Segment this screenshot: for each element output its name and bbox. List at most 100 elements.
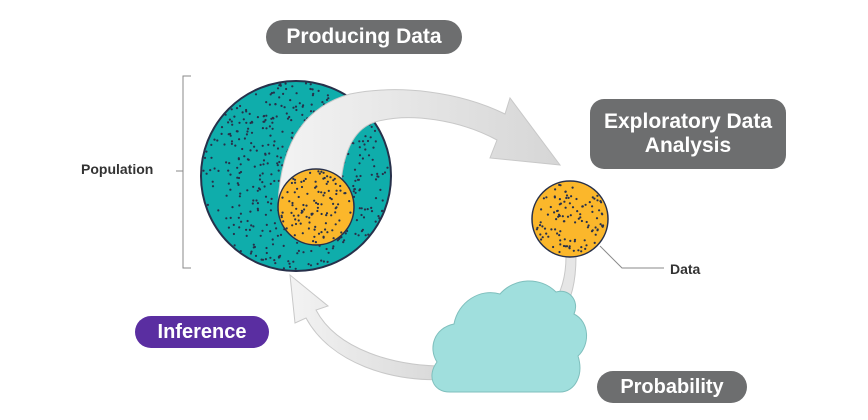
stipple-dot [374, 178, 378, 181]
stipple-dot [275, 227, 278, 230]
stipple-dot [277, 169, 280, 172]
stipple-dot [366, 139, 370, 143]
stipple-dot [329, 176, 332, 179]
stipple-dot [572, 249, 575, 252]
stipple-dot [236, 182, 239, 185]
stipple-dot [290, 181, 293, 185]
stipple-dot [552, 245, 555, 249]
stipple-dot [263, 185, 266, 188]
stipple-dot [541, 225, 544, 228]
stipple-dot [370, 125, 373, 128]
stipple-dot [553, 211, 556, 214]
stipple-dot [538, 224, 542, 227]
stipple-dot [265, 114, 268, 117]
stipple-dot [231, 123, 234, 126]
stipple-dot [304, 177, 307, 181]
stipple-dot [367, 233, 370, 236]
stipple-dot [261, 172, 264, 175]
stipple-dot [252, 225, 255, 228]
stipple-dot [229, 216, 232, 219]
stipple-dot [237, 183, 240, 186]
stipple-dot [310, 249, 313, 253]
stipple-dot [268, 125, 271, 128]
stipple-dot [353, 188, 356, 191]
stipple-dot [596, 194, 599, 197]
stipple-dot [210, 143, 213, 146]
stipple-dot [309, 171, 312, 174]
stipple-dot [320, 212, 323, 216]
stipple-dot [344, 232, 347, 235]
stipple-dot [296, 252, 299, 255]
stipple-dot [322, 194, 325, 197]
stipple-dot [358, 154, 362, 157]
stipple-dot [216, 139, 219, 142]
stipple-dot [262, 159, 266, 162]
stipple-dot [273, 259, 276, 262]
stipple-dot [278, 256, 281, 259]
stipple-dot [358, 146, 361, 149]
stipple-dot [225, 161, 228, 164]
sample-circle [277, 168, 355, 246]
stipple-dot [224, 113, 227, 116]
stipple-dot [359, 174, 362, 178]
population-label: Population [81, 161, 154, 177]
stipple-dot [276, 147, 280, 150]
stipple-dot [259, 234, 262, 237]
stipple-dot [227, 182, 230, 185]
stipple-dot [250, 120, 253, 123]
stipple-dot [542, 197, 546, 200]
stipple-dot [313, 235, 316, 238]
stipple-dot [307, 227, 310, 230]
stipple-dot [334, 211, 337, 214]
stipple-dot [381, 209, 384, 212]
stipple-dot [235, 107, 239, 110]
stipple-dot [354, 232, 357, 235]
stipple-dot [376, 172, 379, 175]
stipple-dot [262, 120, 265, 123]
stipple-dot [364, 234, 367, 237]
stipple-dot [583, 239, 586, 242]
stipple-dot [580, 246, 583, 249]
stipple-dot [325, 212, 329, 215]
stipple-dot [300, 211, 303, 214]
stipple-dot [569, 214, 572, 217]
stipple-dot [238, 204, 241, 207]
stipple-dot [245, 234, 248, 237]
stipple-dot [265, 127, 268, 130]
stipple-dot [220, 132, 223, 135]
stipple-dot [563, 238, 566, 241]
stipple-dot [340, 231, 343, 234]
stipple-dot [564, 245, 567, 248]
stipple-dot [326, 94, 329, 97]
stipple-dot [246, 189, 249, 192]
stipple-dot [371, 158, 374, 161]
stipple-dot [238, 195, 241, 198]
stipple-dot [335, 206, 338, 209]
stipple-dot [251, 202, 254, 205]
stipple-dot [235, 130, 238, 133]
stipple-dot [301, 113, 304, 116]
stipple-dot [290, 136, 293, 139]
stipple-dot [587, 224, 590, 227]
stipple-dot [268, 152, 271, 155]
stipple-dot [559, 202, 563, 205]
stipple-dot [295, 108, 298, 112]
producing-data-label: Producing Data [266, 20, 462, 54]
stipple-dot [354, 179, 357, 182]
stipple-dot [322, 171, 325, 174]
stipple-dot [232, 232, 235, 236]
stipple-dot [559, 239, 562, 242]
stipple-dot [353, 168, 357, 171]
stipple-dot [286, 191, 289, 194]
stipple-dot [294, 218, 297, 221]
stipple-dot [549, 205, 552, 209]
stipple-dot [568, 245, 571, 248]
stipple-dot [562, 220, 566, 223]
stipple-dot [543, 227, 547, 230]
stipple-dot [292, 177, 295, 180]
stipple-dot [306, 192, 309, 195]
stipple-dot [585, 220, 588, 224]
stipple-dot [213, 138, 216, 141]
stipple-dot [329, 196, 332, 200]
